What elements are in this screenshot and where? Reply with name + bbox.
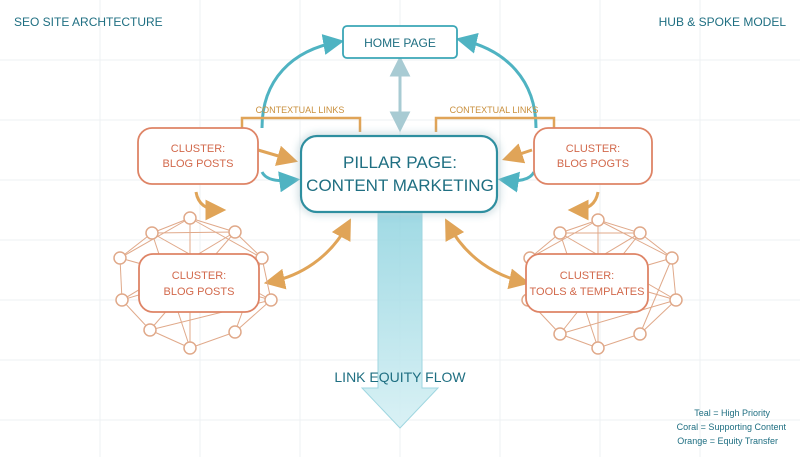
- cluster-bottom-right-line1: CLUSTER:: [560, 270, 614, 282]
- orange-arrow-bottom-right: [445, 218, 531, 290]
- cluster-top-left-box[interactable]: [137, 127, 259, 185]
- contextual-bracket-right: [434, 116, 556, 132]
- contextual-links-right-label: CONTEXTUAL LINKS: [450, 105, 539, 115]
- legend-orange: Orange = Equity Transfer: [677, 436, 778, 446]
- legend: Teal = High Priority Coral = Supporting …: [677, 408, 787, 446]
- cluster-top-right-line2: BLOG POGTS: [557, 158, 629, 170]
- legend-coral: Coral = Supporting Content: [677, 422, 787, 432]
- orange-arrow-down-right: [567, 191, 600, 221]
- network-right: [527, 219, 677, 349]
- cluster-bottom-left-line2: BLOG POSTS: [164, 286, 235, 298]
- teal-arc-left: [260, 34, 345, 129]
- contextual-links-left-label: CONTEXTUAL LINKS: [256, 105, 345, 115]
- link-equity-flow-arrow: [360, 209, 440, 429]
- orange-arrow-bottom-left: [263, 218, 351, 290]
- orange-arrow-down-left: [194, 191, 227, 221]
- home-page-label: HOME PAGE: [364, 36, 436, 50]
- cluster-top-left-line2: BLOG POSTS: [163, 158, 234, 170]
- cluster-bottom-right-box[interactable]: [525, 253, 649, 313]
- title-left: SEO SITE ARCHTECTURE: [14, 15, 163, 29]
- pillar-page-box[interactable]: [299, 134, 499, 214]
- legend-teal: Teal = High Priority: [694, 408, 770, 418]
- cluster-top-right-box[interactable]: [533, 127, 653, 185]
- cluster-top-right-line1: CLUSTER:: [566, 143, 620, 155]
- contextual-bracket-left: [240, 116, 362, 132]
- pillar-title-line1: PILLAR PAGE:: [343, 153, 457, 172]
- teal-arrow-right-top: [497, 171, 536, 193]
- link-equity-flow-label: LINK EQUITY FLOW: [334, 369, 466, 385]
- cluster-bottom-left-line1: CLUSTER:: [172, 270, 226, 282]
- teal-arc-right: [455, 33, 538, 129]
- home-page-box[interactable]: [342, 25, 458, 59]
- cluster-bottom-left-box[interactable]: [138, 253, 260, 313]
- cluster-bottom-right-line2: TOOLS & TEMPLATES: [530, 286, 645, 298]
- cluster-top-left-line1: CLUSTER:: [171, 143, 225, 155]
- title-right: HUB & SPOKE MODEL: [659, 15, 787, 29]
- teal-arrow-left-top: [260, 171, 301, 193]
- orange-arrow-left-top: [257, 145, 299, 166]
- network-left-nodes: [113, 211, 278, 355]
- orange-arrow-right-top: [502, 143, 533, 164]
- pillar-title-line2: CONTENT MARKETING: [306, 176, 494, 195]
